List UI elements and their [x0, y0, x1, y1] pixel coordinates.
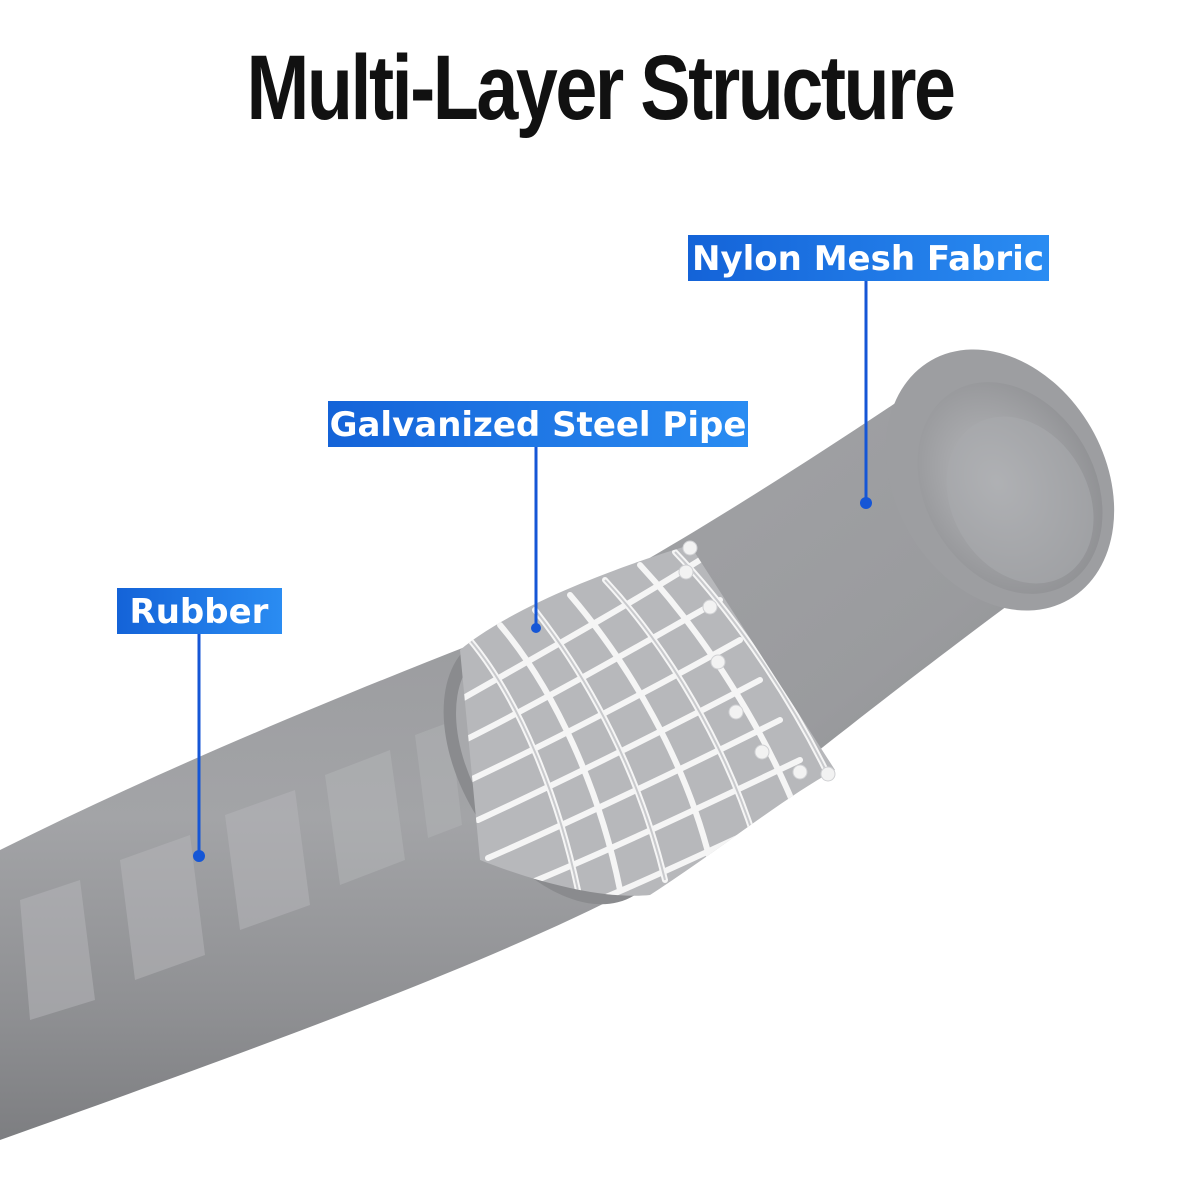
- leader-dots: [193, 497, 872, 862]
- leader-lines: [197, 280, 868, 853]
- label-galvanized-steel-pipe: Galvanized Steel Pipe: [328, 401, 748, 447]
- label-rubber-text: Rubber: [130, 592, 269, 632]
- label-steel-text: Galvanized Steel Pipe: [330, 405, 747, 445]
- label-rubber: Rubber: [117, 588, 282, 634]
- label-nylon-text: Nylon Mesh Fabric: [692, 239, 1044, 279]
- mesh-wire-ends: [678, 540, 836, 782]
- page-title: Multi-Layer Structure: [246, 37, 956, 139]
- label-nylon-mesh-fabric: Nylon Mesh Fabric: [688, 235, 1049, 281]
